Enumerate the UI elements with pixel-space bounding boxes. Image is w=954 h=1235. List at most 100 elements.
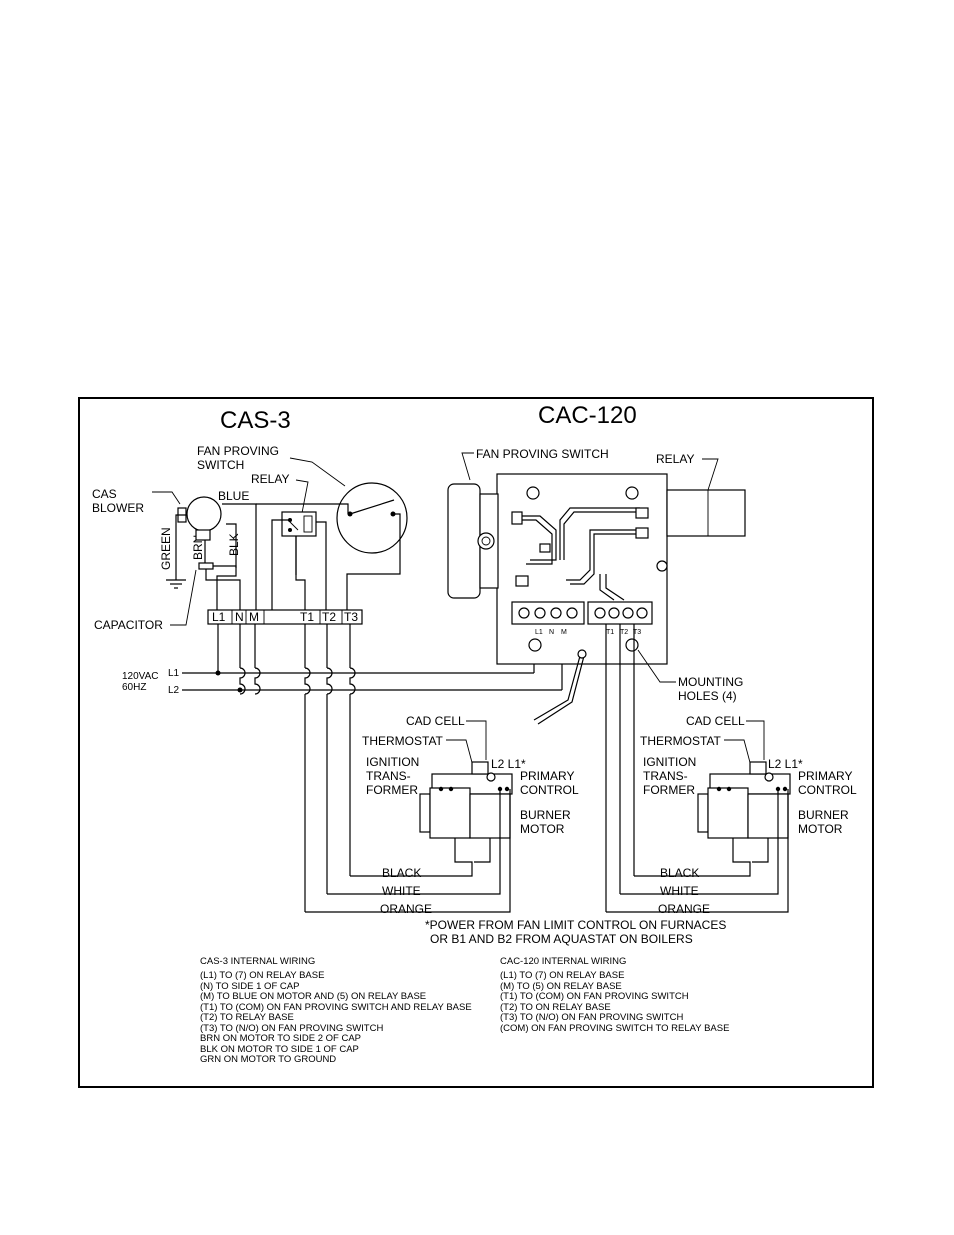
cac120-internal-line: (COM) ON FAN PROVING SWITCH TO RELAY BAS… [500,1023,729,1034]
cac120-enclosure [496,473,668,665]
brn-wire-label: BRN [191,535,205,560]
power-note-line-1: *POWER FROM FAN LIMIT CONTROL ON FURNACE… [425,918,726,932]
capacitor-label: CAPACITOR [94,618,163,632]
left-ignition-label-3: FORMER [366,783,418,797]
right-burner-motor [747,793,789,839]
cas3-internal-line: BRN ON MOTOR TO SIDE 2 OF CAP [200,1033,361,1044]
blk-wire-label: BLK [227,533,241,556]
cac120-internal-line: (T1) TO (COM) ON FAN PROVING SWITCH [500,991,689,1002]
cas3-term-n: N [235,610,244,624]
right-white-label: WHITE [660,884,699,898]
cas3-internal-line: BLK ON MOTOR TO SIDE 1 OF CAP [200,1044,359,1055]
cas3-fan-proving-label-1: FAN PROVING [197,444,279,458]
cas3-internal-line: (N) TO SIDE 1 OF CAP [200,981,299,992]
cas3-term-l1: L1 [212,610,226,624]
cac120-internal-line: (T3) TO (N/O) ON FAN PROVING SWITCH [500,1012,683,1023]
blower-motor-symbol [186,496,222,532]
cac120-internal-line: (L1) TO (7) ON RELAY BASE [500,970,624,981]
cas3-term-t3: T3 [344,610,358,624]
ground-lead [533,655,581,721]
cas3-internal-line: (T1) TO (COM) ON FAN PROVING SWITCH AND … [200,1002,472,1013]
cas3-internal-line: (T2) TO RELAY BASE [200,1012,294,1023]
cas3-internal-heading: CAS-3 INTERNAL WIRING [200,956,315,967]
blue-wire-label: BLUE [218,489,249,503]
capacitor-leader [170,569,197,626]
left-ignition-transformer [429,787,471,839]
capacitor-symbol [198,562,214,570]
supply-voltage-label: 120VAC [122,671,159,682]
cas3-schematic: FAN PROVING SWITCH RELAY CAS BLOWER BLUE… [92,444,563,912]
right-ignition-label-3: FORMER [643,783,695,797]
diagram-frame [78,397,874,1088]
left-burner-motor-label-1: BURNER [520,808,571,822]
left-burner-motor [469,793,511,839]
line-l2-label: L2 [168,685,180,696]
cas3-internal-line: (L1) TO (7) ON RELAY BASE [200,970,324,981]
supply-frequency-label: 60HZ [122,682,146,693]
cas-blower-label-2: BLOWER [92,501,144,515]
cac120-internal-line: (T2) TO ON RELAY BASE [500,1002,611,1013]
mounting-hole [528,638,542,652]
right-l2l1-label: L2 L1* [768,757,803,771]
left-ignition-label-1: IGNITION [366,755,419,769]
cac120-internal-heading: CAC-120 INTERNAL WIRING [500,956,626,967]
left-burner: CAD CELL THERMOSTAT IGNITION TRANS- FORM… [305,714,579,916]
right-primary-control-label-1: PRIMARY [798,769,852,783]
left-l2l1-label: L2 L1* [491,757,526,771]
left-burner-motor-label-2: MOTOR [520,822,565,836]
cas3-internal-line: (T3) TO (N/O) ON FAN PROVING SWITCH [200,1023,383,1034]
relay-leader [295,479,309,514]
cac120-internal-wiring: CAC-120 INTERNAL WIRING (L1) TO (7) ON R… [500,956,729,1034]
cac120-term-t3: T3 [633,629,641,636]
right-orange-label: ORANGE [658,902,710,916]
cac120-term-t2: T2 [620,629,628,636]
right-ignition-label-2: TRANS- [643,769,688,783]
blower-motor-base [195,529,211,541]
left-cad-cell-label: CAD CELL [406,714,465,728]
power-note-line-2: OR B1 AND B2 FROM AQUASTAT ON BOILERS [430,932,693,946]
left-primary-control-label-2: CONTROL [520,783,579,797]
cac120-title: CAC-120 [538,402,637,429]
fan-proving-switch-symbol [336,482,408,554]
cac120-terminal-block-left [511,601,585,625]
right-ignition-transformer [707,787,749,839]
right-thermostat-label: THERMOSTAT [640,734,722,748]
cas3-term-t1: T1 [300,610,314,624]
cac120-relay-label: RELAY [656,452,694,466]
left-ignition-label-2: TRANS- [366,769,411,783]
cas3-term-m: M [249,610,259,624]
right-black-label: BLACK [660,866,699,880]
fan-proving-leader [289,457,346,487]
cas3-internal-line: (M) TO BLUE ON MOTOR AND (5) ON RELAY BA… [200,991,426,1002]
left-thermostat-label: THERMOSTAT [362,734,444,748]
cac120-term-n: N [549,629,554,636]
cas3-relay-label: RELAY [251,472,289,486]
cas3-term-t2: T2 [322,610,336,624]
right-ignition-label-1: IGNITION [643,755,696,769]
cac120-relay [666,489,746,537]
line-l1-label: L1 [168,668,180,679]
mounting-holes-label-1: MOUNTING [678,675,743,689]
cac120-unit: FAN PROVING SWITCH RELAY [447,447,746,912]
cas3-internal-line: GRN ON MOTOR TO GROUND [200,1054,336,1065]
right-burner-motor-label-2: MOTOR [798,822,843,836]
left-black-label: BLACK [382,866,421,880]
green-wire-label: GREEN [159,527,173,570]
cac120-term-t1: T1 [606,629,614,636]
cas3-terminal-strip [207,609,363,625]
cac120-term-l1: L1 [535,629,543,636]
mounting-holes-label-2: HOLES (4) [678,689,737,703]
left-orange-label: ORANGE [380,902,432,916]
cas3-internal-wiring: CAS-3 INTERNAL WIRING (L1) TO (7) ON REL… [200,956,472,1065]
cac120-term-m: M [561,629,567,636]
right-cad-cell-label: CAD CELL [686,714,745,728]
right-primary-control-label-2: CONTROL [798,783,857,797]
cac120-fan-proving-label: FAN PROVING SWITCH [476,447,609,461]
cas3-title: CAS-3 [220,407,291,434]
cac120-fan-proving-switch [447,483,481,599]
blower-leader [152,491,181,505]
left-white-label: WHITE [382,884,421,898]
cac120-internal-line: (M) TO (5) ON RELAY BASE [500,981,622,992]
right-burner: CAD CELL THERMOSTAT IGNITION TRANS- FORM… [606,714,857,916]
